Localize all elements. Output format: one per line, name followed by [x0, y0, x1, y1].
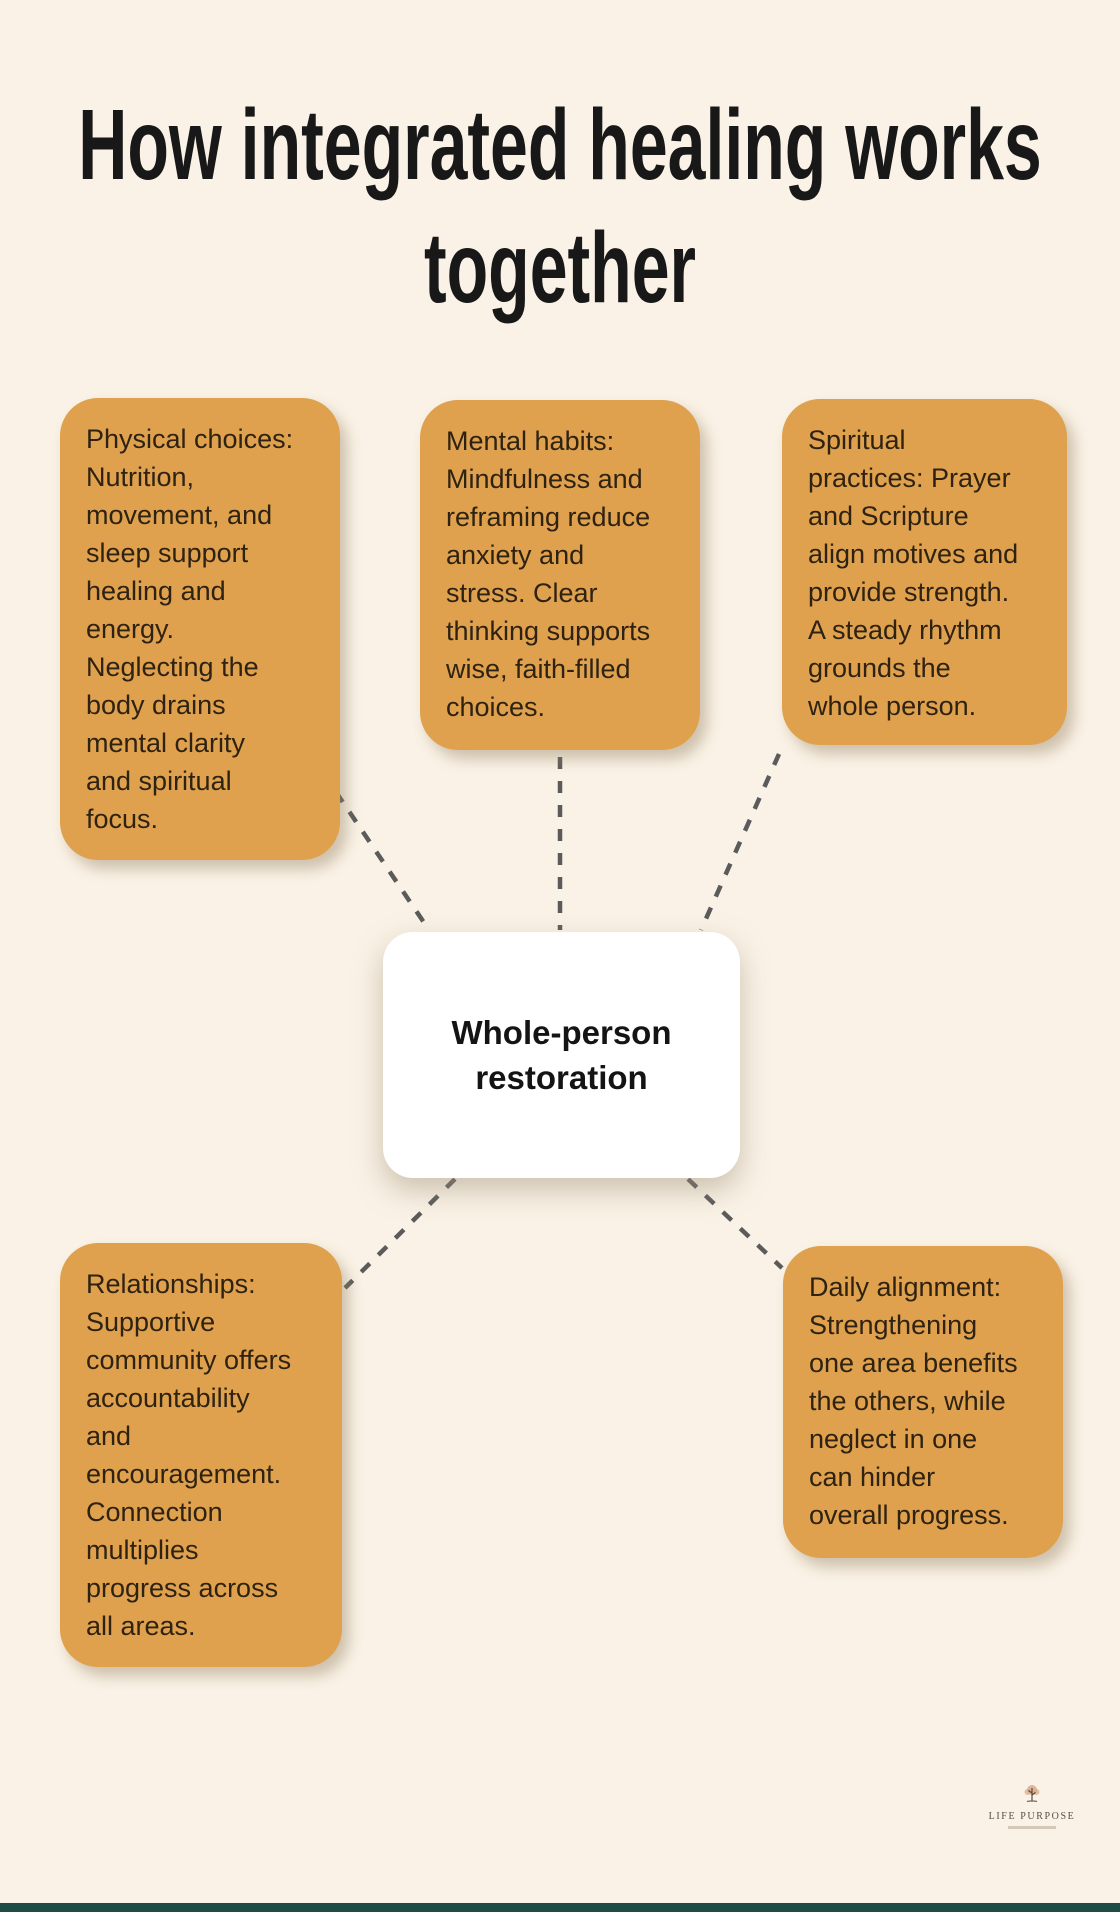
- node-relationships: Relationships: Supportive community offe…: [60, 1243, 342, 1667]
- connector-line-daily-alignment: [686, 1177, 784, 1270]
- brand-tagline-decoration: [1008, 1826, 1056, 1829]
- footer-bar: [0, 1903, 1120, 1912]
- brand-logo: LIFE PURPOSE: [972, 1784, 1092, 1829]
- connector-line-spiritual: [698, 753, 782, 931]
- node-physical-choices: Physical choices: Nutrition, movement, a…: [60, 398, 340, 860]
- tree-icon: [1024, 1785, 1040, 1802]
- node-spiritual-practices: Spiritual practices: Prayer and Scriptur…: [782, 399, 1067, 745]
- center-node-whole-person-restoration: Whole-person restoration: [383, 932, 740, 1178]
- node-mental-habits: Mental habits: Mindfulness and reframing…: [420, 400, 700, 750]
- node-daily-alignment: Daily alignment: Strengthening one area …: [783, 1246, 1063, 1558]
- center-node-label: Whole-person restoration: [451, 1014, 672, 1096]
- brand-name: LIFE PURPOSE: [988, 1811, 1076, 1822]
- connector-line-relationships: [343, 1177, 457, 1290]
- connector-line-physical: [334, 790, 431, 932]
- infographic-title: How integrated healing works together: [78, 89, 1042, 324]
